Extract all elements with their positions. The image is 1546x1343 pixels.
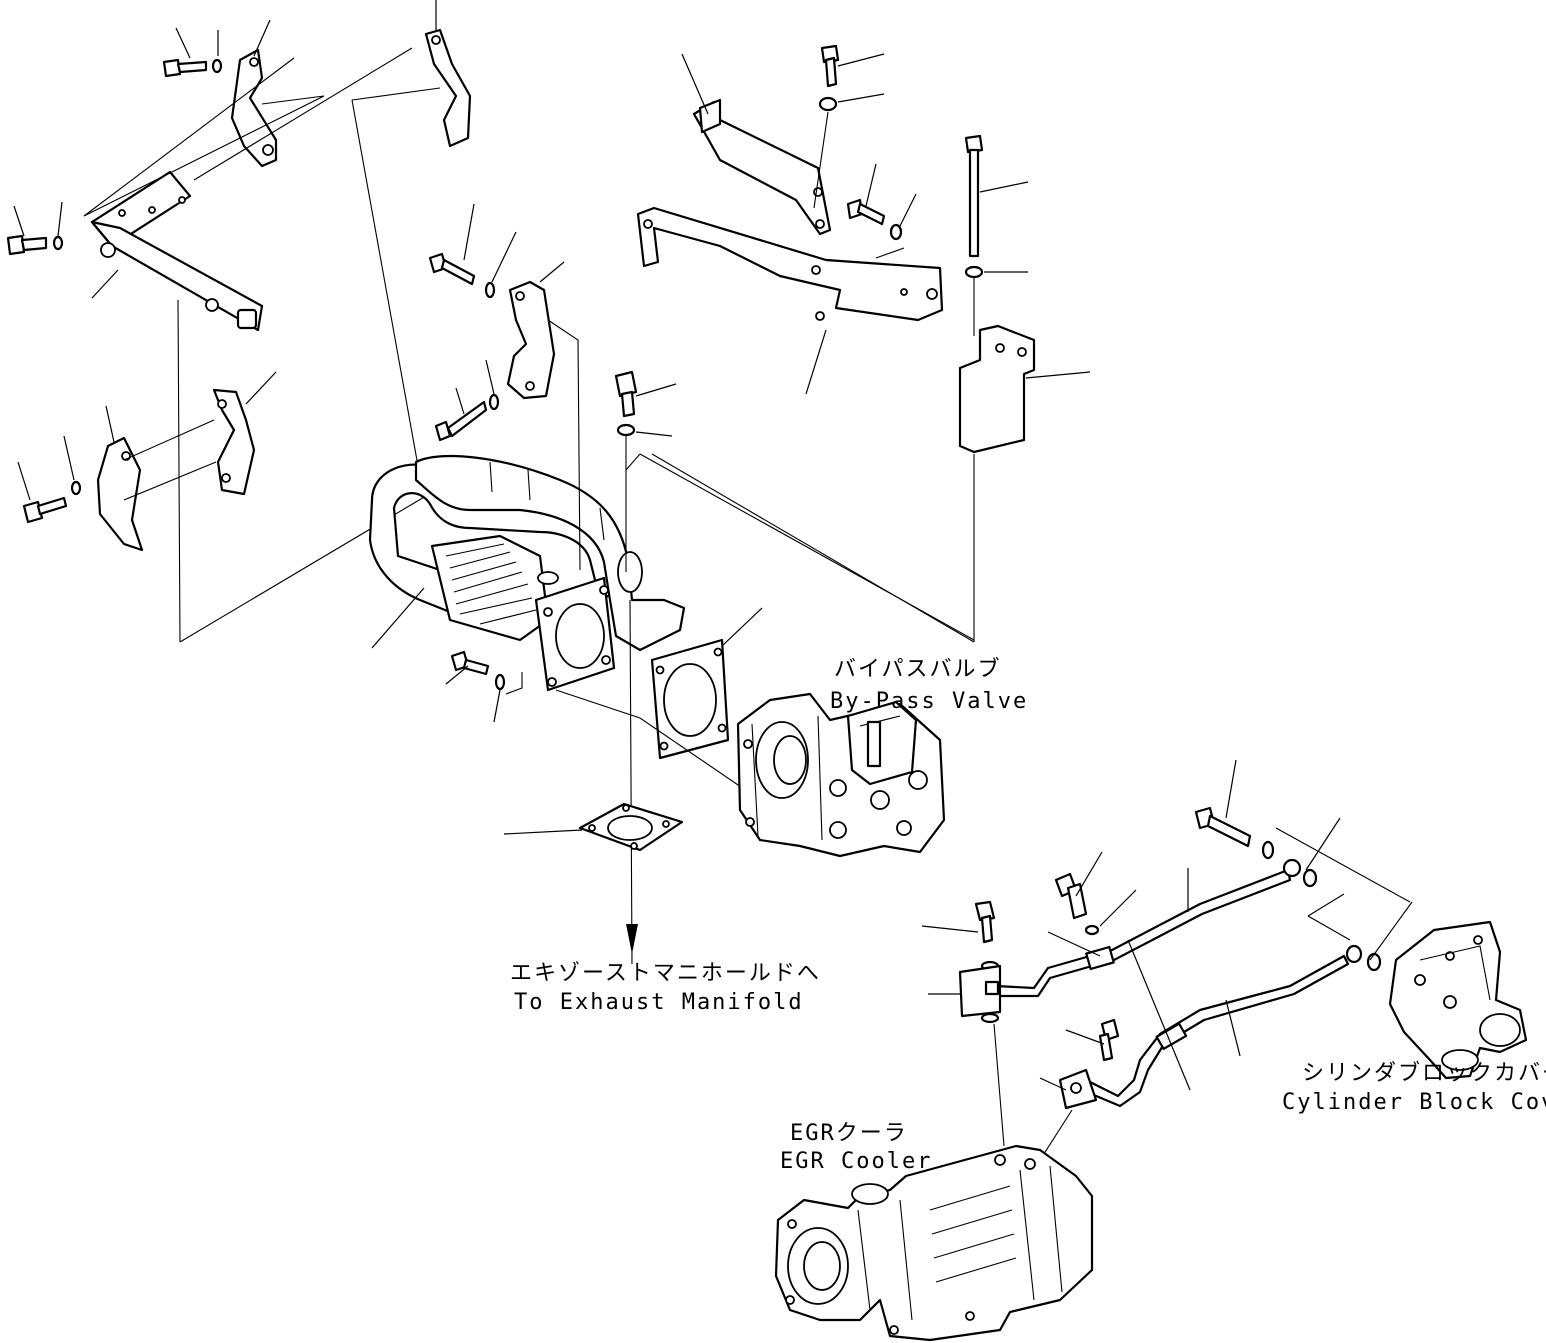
exhaust-manifold-label-jp: エキゾーストマニホールドへ xyxy=(510,961,821,986)
egr-cooler: EGRクーラ EGR Cooler xyxy=(774,1121,1094,1342)
exhaust-manifold-label-en: To Exhaust Manifold xyxy=(514,990,804,1015)
top-right-brackets xyxy=(636,44,1091,643)
vertical-bolt-gaskets xyxy=(503,370,975,965)
exhaust-pipe xyxy=(368,454,686,692)
exhaust-manifold-callout: エキゾーストマニホールドへ To Exhaust Manifold xyxy=(510,961,821,1015)
cylinder-block-cover-label-jp: シリンダブロックカバー xyxy=(1302,1061,1546,1086)
cylinder-block-cover-label-en: Cylinder Block Cover xyxy=(1282,1090,1546,1115)
lower-left-clamp-assembly xyxy=(17,299,437,643)
upper-left-bracket-assembly xyxy=(6,0,472,467)
egr-cooler-label-en: EGR Cooler xyxy=(780,1149,932,1174)
bypass-valve-label-jp: バイパスバルブ xyxy=(834,657,1002,682)
bypass-valve-label-en: By-Pass Valve xyxy=(830,689,1028,714)
egr-tube-assembly xyxy=(921,759,1413,1161)
bypass-valve: バイパスバルブ By-Pass Valve xyxy=(736,657,1028,858)
bellows xyxy=(430,534,550,642)
cylinder-block-cover: シリンダブロックカバー Cylinder Block Cover xyxy=(1282,920,1546,1115)
mid-bolts-clamp xyxy=(428,203,581,723)
egr-cooler-label-jp: EGRクーラ xyxy=(790,1121,908,1146)
